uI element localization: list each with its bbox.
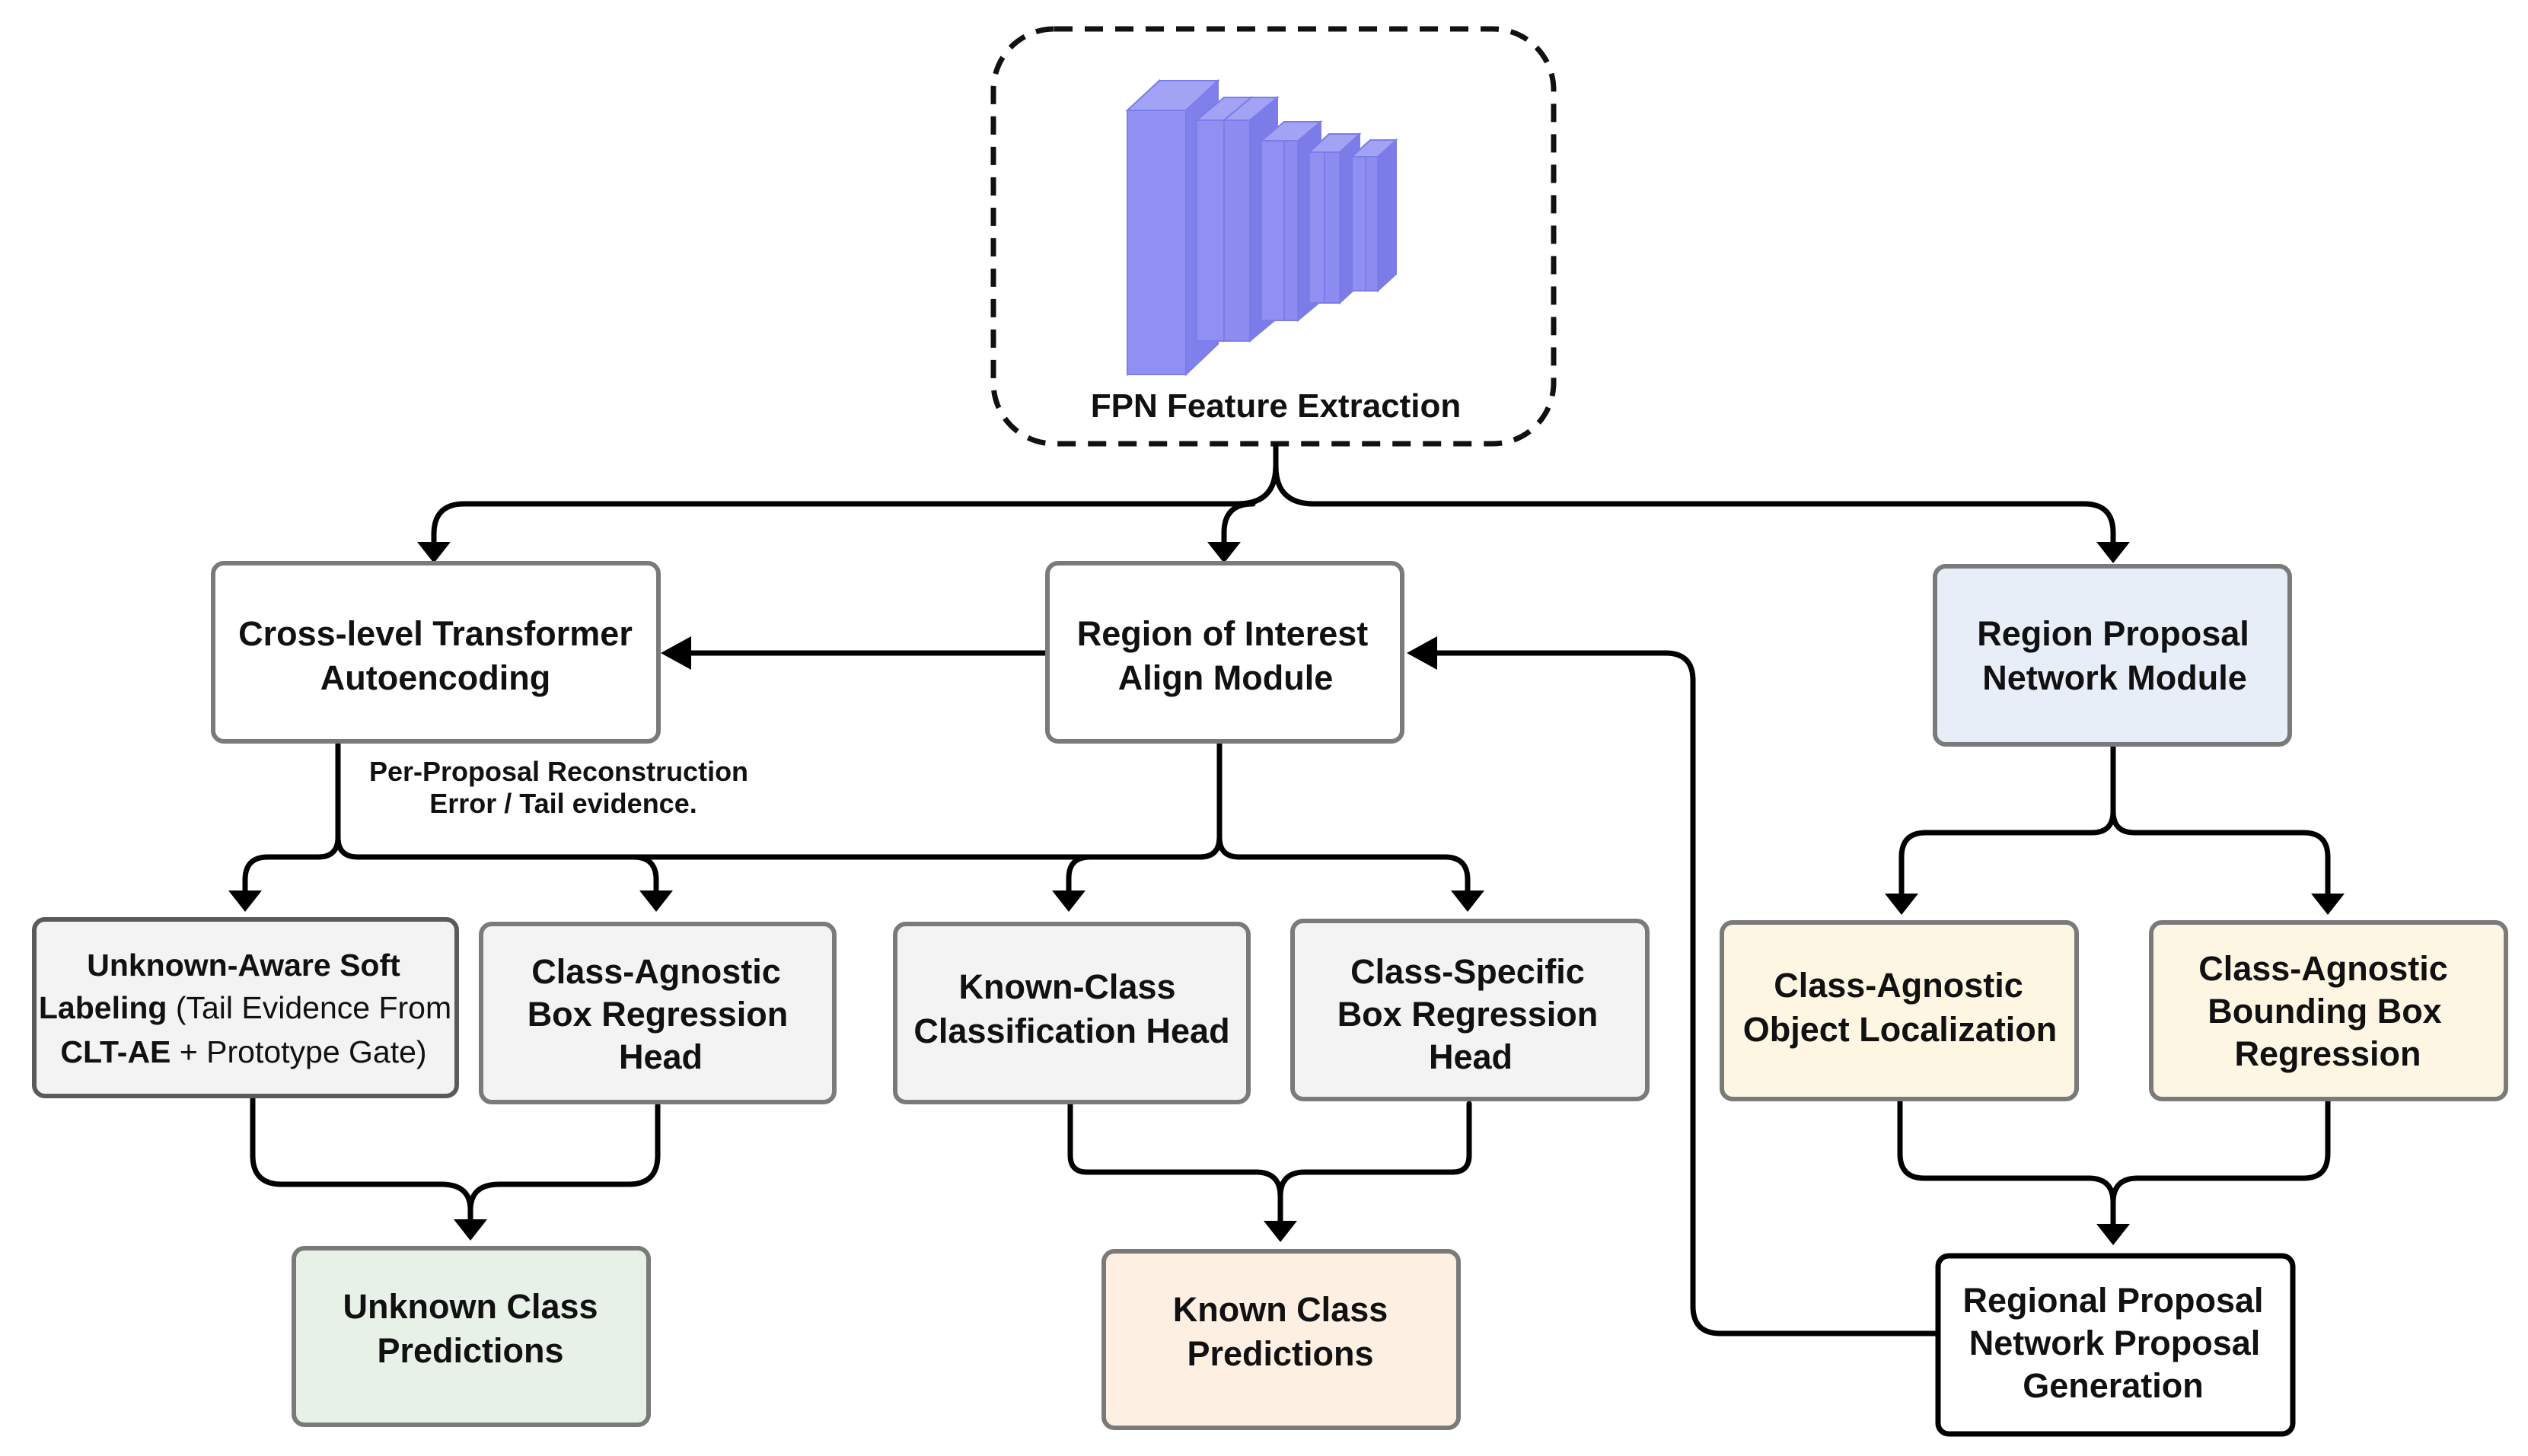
unknown-soft-line-1: Unknown-Aware Soft <box>87 948 400 983</box>
unknown-soft-line-2: Labeling (Tail Evidence From <box>39 990 451 1025</box>
bbox-reg-line-2: Bounding Box <box>2208 992 2441 1031</box>
fpn-layers-icon <box>1125 78 1398 377</box>
rpn-gen-line-2: Network Proposal <box>1969 1324 2261 1362</box>
reconstruction-error-annotation: Per-Proposal Reconstruction Error / Tail… <box>369 756 748 819</box>
arrowhead-roi-to-clt <box>661 636 691 670</box>
connector-rpngen-to-roi <box>1430 650 1941 1337</box>
arrowhead-to-roi <box>1207 542 1241 563</box>
fpn-dashed-frame <box>990 26 1557 447</box>
fpn-feature-extraction-block: FPN Feature Extraction <box>990 26 1557 447</box>
obj-loc-line-1: Class-Agnostic <box>1774 966 2023 1005</box>
unknown-pred-line-1: Unknown Class <box>343 1287 598 1326</box>
unknown-soft-labeling-box: Unknown-Aware Soft Labeling (Tail Eviden… <box>32 917 459 1098</box>
agnostic-head-line-3: Head <box>619 1037 703 1076</box>
connector-rpn-down <box>1898 741 2116 900</box>
rpn-line-1: Region Proposal <box>1977 614 2249 653</box>
specific-head-line-1: Class-Specific <box>1350 952 1585 991</box>
connector-bbox-reg-merge <box>2110 1098 2331 1206</box>
agnostic-box-regression-head: Class-Agnostic Box Regression Head <box>479 922 837 1104</box>
agnostic-head-line-1: Class-Agnostic <box>531 952 781 991</box>
roi-align-box: Region of Interest Align Module <box>1045 561 1404 744</box>
arrowhead-to-obj-loc <box>1885 894 1918 915</box>
arrowhead-to-unknown-soft <box>228 890 262 912</box>
arrowhead-to-agnostic-head <box>639 890 673 912</box>
agnostic-bounding-box-regression-box: Class-Agnostic Bounding Box Regression <box>2149 920 2508 1101</box>
rpn-gen-line-3: Generation <box>2023 1366 2204 1405</box>
specific-head-line-3: Head <box>1429 1037 1513 1076</box>
known-class-classification-head: Known-Class Classification Head <box>893 922 1251 1104</box>
arrowhead-to-known-head <box>1052 890 1085 912</box>
connector-unknown-merge <box>250 1094 473 1227</box>
unknown-pred-line-2: Predictions <box>377 1331 563 1370</box>
roi-line-1: Region of Interest <box>1077 614 1369 653</box>
connector-clt-to-agnostic-head <box>335 834 659 898</box>
known-pred-line-1: Known Class <box>1173 1290 1388 1329</box>
connectors <box>228 443 2345 1337</box>
connector-fpn-trunk <box>431 443 1279 551</box>
known-class-predictions-box: Known Class Predictions <box>1101 1249 1461 1430</box>
connector-known-merge <box>1067 1101 1283 1230</box>
clt-box: Cross-level Transformer Autoencoding <box>211 561 661 744</box>
rpn-module-box: Region Proposal Network Module <box>1933 564 2292 747</box>
specific-box-regression-head: Class-Specific Box Regression Head <box>1290 919 1650 1101</box>
rpn-gen-line-1: Regional Proposal <box>1962 1281 2263 1320</box>
agnostic-object-localization-box: Class-Agnostic Object Localization <box>1720 920 2079 1101</box>
arrowhead-to-rpn <box>2096 542 2130 563</box>
arrowhead-to-unknown-pred <box>454 1219 487 1241</box>
connector-roi-to-specific-head <box>1216 834 1471 898</box>
fpn-layer-5 <box>1350 138 1398 293</box>
connector-roi-to-known-head <box>1066 834 1223 898</box>
obj-loc-line-2: Object Localization <box>1743 1010 2058 1049</box>
known-head-line-2: Classification Head <box>913 1012 1229 1050</box>
connector-fpn-to-rpn <box>1273 463 2116 551</box>
connector-obj-loc-merge <box>1897 1098 2116 1233</box>
specific-head-line-2: Box Regression <box>1337 995 1599 1034</box>
annotation-line-2: Error / Tail evidence. <box>429 788 697 819</box>
known-head-line-1: Known-Class <box>958 967 1175 1006</box>
rpn-proposal-generation-box: Regional Proposal Network Proposal Gener… <box>1935 1253 2296 1437</box>
roi-line-2: Align Module <box>1118 658 1333 697</box>
agnostic-head-line-2: Box Regression <box>528 995 789 1034</box>
connector-clt-down <box>242 740 341 898</box>
rpn-line-2: Network Module <box>1982 658 2247 697</box>
connector-specific-head-merge <box>1277 1101 1472 1200</box>
clt-line-1: Cross-level Transformer <box>238 614 633 653</box>
connector-fpn-to-roi <box>1221 463 1279 551</box>
arrowhead-to-bbox-reg <box>2311 894 2345 915</box>
connector-agnostic-head-merge <box>467 1102 661 1213</box>
fpn-label: FPN Feature Extraction <box>1091 387 1462 425</box>
clt-line-2: Autoencoding <box>320 658 550 697</box>
arrowhead-to-rpn-gen <box>2096 1224 2130 1245</box>
arrowhead-to-clt <box>417 542 451 563</box>
unknown-class-predictions-box: Unknown Class Predictions <box>292 1246 651 1427</box>
connector-rpn-to-bbox-reg <box>2110 808 2331 900</box>
arrowhead-to-specific-head <box>1451 890 1484 912</box>
bbox-reg-line-1: Class-Agnostic <box>2198 949 2448 988</box>
arrowhead-to-known-pred <box>1264 1221 1297 1242</box>
arrowhead-rpngen-to-roi <box>1407 636 1437 670</box>
bbox-reg-line-3: Regression <box>2234 1034 2421 1073</box>
unknown-soft-line-3: CLT-AE + Prototype Gate) <box>60 1034 426 1069</box>
annotation-line-1: Per-Proposal Reconstruction <box>369 756 748 787</box>
known-pred-line-2: Predictions <box>1187 1334 1373 1373</box>
